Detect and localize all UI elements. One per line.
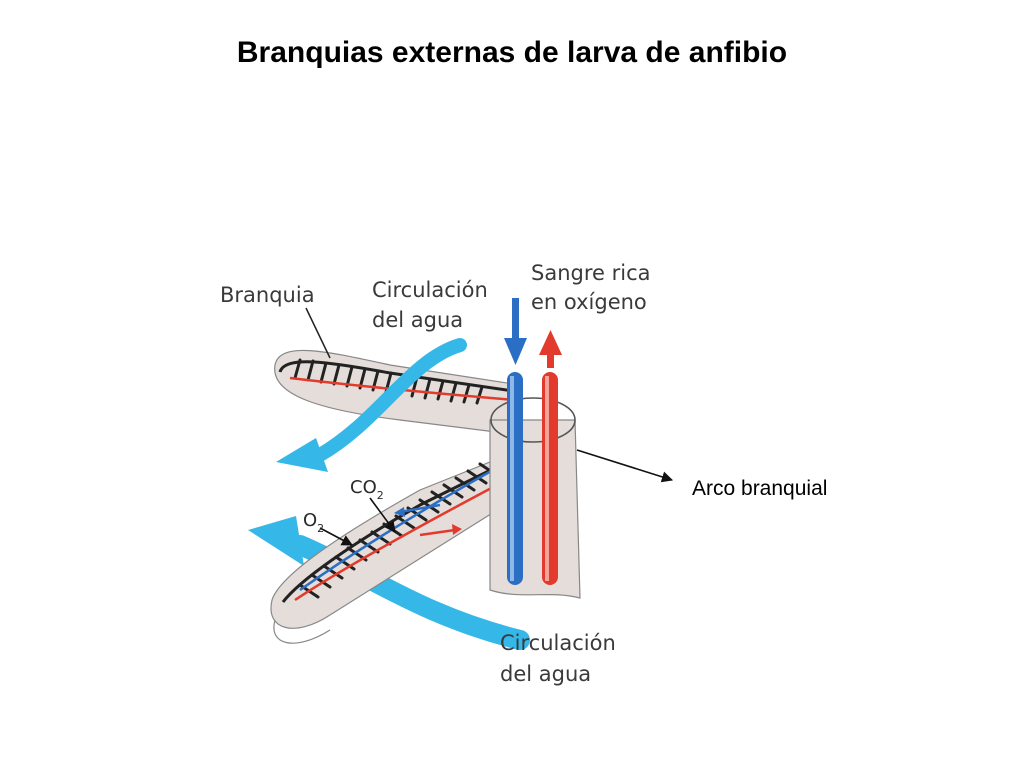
gill-arch bbox=[489, 397, 581, 599]
label-circulacion-top-line2: del agua bbox=[372, 308, 463, 332]
label-o2: O2 bbox=[303, 510, 324, 535]
leader-line-co2 bbox=[369, 497, 396, 533]
label-sangre-line1: Sangre rica bbox=[531, 261, 651, 285]
label-circulacion-bottom-line1: Circulación bbox=[500, 631, 616, 655]
blood-vessel-red bbox=[542, 372, 558, 585]
slide-title: Branquias externas de larva de anfibio bbox=[236, 36, 788, 69]
leader-line-o2 bbox=[319, 527, 353, 546]
blood-flow-in-arrow bbox=[504, 298, 527, 365]
label-arco-branquial: Arco branquial bbox=[692, 477, 827, 500]
label-branquia: Branquia bbox=[220, 283, 315, 307]
gill-arch-ring bbox=[490, 397, 576, 443]
blood-flow-out-arrow bbox=[539, 330, 562, 368]
water-flow-arrow-top bbox=[276, 338, 467, 472]
label-circulacion-top-line1: Circulación bbox=[372, 278, 488, 302]
label-circulacion-bottom-line2: del agua bbox=[500, 662, 591, 686]
counter-current-arrows bbox=[394, 503, 462, 537]
leader-line-branquia bbox=[305, 307, 331, 359]
blood-vessel-blue bbox=[507, 372, 523, 585]
leader-line-arco bbox=[576, 449, 674, 483]
label-co2: CO2 bbox=[350, 477, 384, 502]
label-sangre-line2: en oxígeno bbox=[531, 290, 647, 314]
